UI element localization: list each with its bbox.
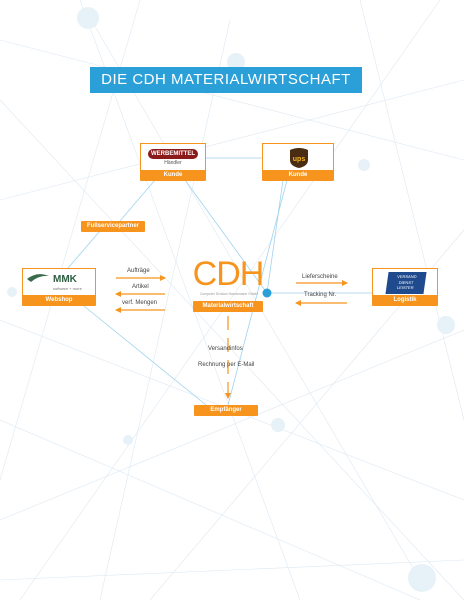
arrow-label-lieferscheine: Lieferscheine [302,274,338,280]
label-kunde-ups: Kunde [262,170,334,181]
label-fullservicepartner: Fullservicepartner [81,221,145,232]
logistik-node: VERSAND DIENST LEISTER [372,268,438,296]
label-materialwirtschaft: Materialwirtschaft [193,301,263,312]
label-webshop: Webshop [22,295,96,306]
line-ups-cdh [266,179,284,294]
werbemittel-logo: WERBEMITTEL [148,149,198,159]
arrow-label-versandinfos: Versandinfos [208,346,243,352]
mmk-node: MMK software + more [22,268,96,296]
svg-text:ups: ups [293,156,306,163]
versanddienstleister-logo: VERSAND DIENST LEISTER [385,272,427,294]
label-kunde-werbemittel: Kunde [140,170,206,181]
ups-logo: ups [290,148,308,168]
line-fullservice-mmk [67,230,101,269]
label-empfaenger: Empfänger [194,405,258,416]
line-werbemittel-cdh [184,179,268,294]
ups-node: ups [262,143,334,171]
page-title: DIE CDH MATERIALWIRTSCHAFT [90,67,362,93]
werbemittel-node: WERBEMITTEL Händler [140,143,206,171]
label-logistik: Logistik [372,295,438,306]
arrow-label-artikel: Artikel [132,284,149,290]
logo-line-3: LEISTER [396,285,415,290]
arrow-label-mengen: verf. Mengen [122,300,158,306]
connection-dot [262,288,272,298]
arrow-label-rechnung: Rechnung per E-Mail [198,362,255,368]
cdh-logo-sub: Computer Division Harrasmann GmbH [199,292,259,296]
mmk-logo-sub: software + more [53,286,82,291]
line-werbemittel-fullservice [119,179,156,222]
mmk-logo-text: MMK [53,274,77,285]
line-mmk-empfaenger [83,305,207,406]
cdh-logo: CDH [192,255,265,293]
arrow-label-auftraege: Aufträge [127,268,150,274]
mmk-swoosh-icon [27,274,49,282]
arrow-label-tracking: Tracking Nr. [304,292,337,298]
werbemittel-logo-sub: Händler [164,160,182,166]
line-ups-empfaenger [227,179,288,406]
